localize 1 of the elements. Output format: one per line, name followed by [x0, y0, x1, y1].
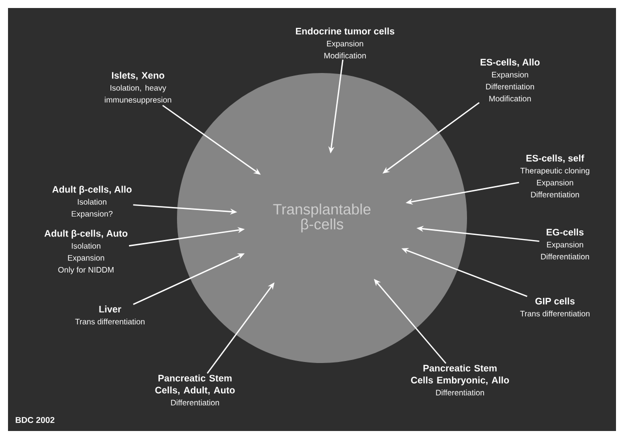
credit-text: BDC 2002 — [16, 417, 54, 423]
